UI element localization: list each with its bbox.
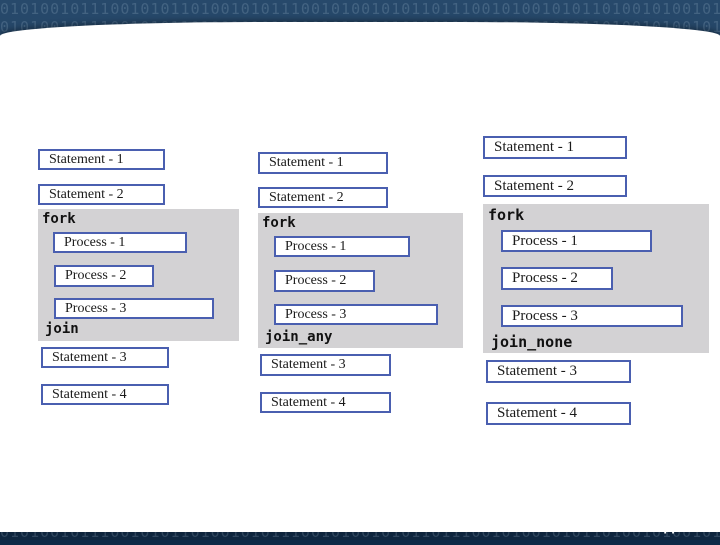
join-any-keyword: join_any xyxy=(265,329,333,345)
fork-keyword: fork xyxy=(262,215,296,231)
statement-box: Statement - 2 xyxy=(483,175,627,197)
slide-content-panel: Statement - 1 Statement - 2 fork Process… xyxy=(0,22,720,532)
join-keyword: join xyxy=(45,321,79,337)
statement-box: Statement - 1 xyxy=(258,152,388,174)
fork-keyword: fork xyxy=(488,206,525,224)
statement-box: Statement - 2 xyxy=(38,184,165,205)
fppt-brand-logo: fppt.com xyxy=(659,519,714,534)
process-box: Process - 2 xyxy=(54,265,154,287)
statement-box: Statement - 4 xyxy=(486,402,631,425)
join-none-keyword: join_none xyxy=(491,333,573,351)
process-box: Process - 1 xyxy=(274,236,410,257)
statement-box: Statement - 1 xyxy=(38,149,165,170)
statement-box: Statement - 3 xyxy=(260,354,391,376)
statement-box: Statement - 3 xyxy=(486,360,631,383)
statement-box: Statement - 4 xyxy=(260,392,391,413)
statement-box: Statement - 3 xyxy=(41,347,169,368)
process-box: Process - 1 xyxy=(501,230,652,252)
process-box: Process - 3 xyxy=(501,305,683,327)
process-box: Process - 3 xyxy=(54,298,214,319)
statement-box: Statement - 1 xyxy=(483,136,627,159)
process-box: Process - 2 xyxy=(501,267,613,290)
process-box: Process - 1 xyxy=(53,232,187,253)
process-box: Process - 2 xyxy=(274,270,375,292)
statement-box: Statement - 4 xyxy=(41,384,169,405)
statement-box: Statement - 2 xyxy=(258,187,388,208)
process-box: Process - 3 xyxy=(274,304,438,325)
fork-keyword: fork xyxy=(42,211,76,227)
